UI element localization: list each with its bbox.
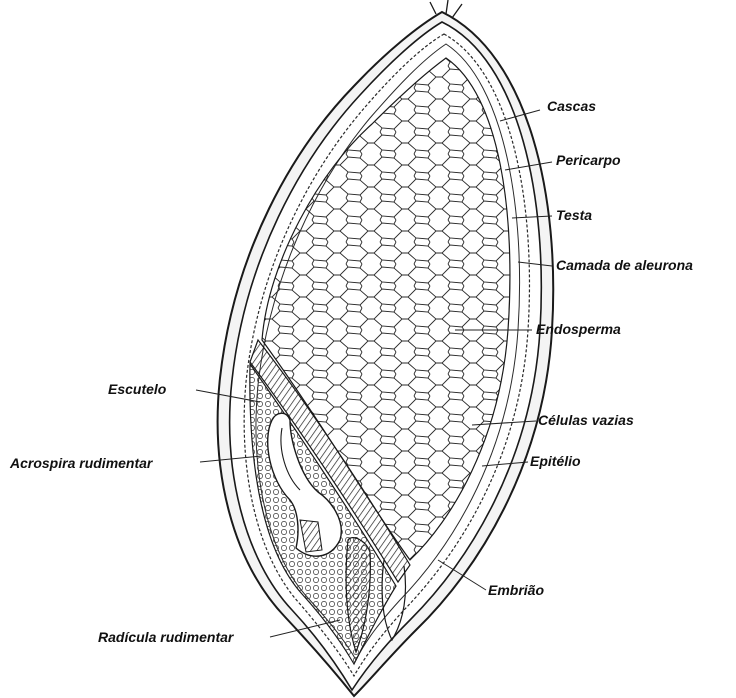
label-aleurona: Camada de aleurona [556, 257, 693, 273]
label-acrospira: Acrospira rudimentar [9, 455, 154, 471]
label-cascas: Cascas [547, 98, 596, 114]
label-radicula: Radícula rudimentar [98, 629, 235, 645]
label-endosperma: Endosperma [536, 321, 621, 337]
label-epitelio: Epitélio [530, 453, 581, 469]
label-pericarpo: Pericarpo [556, 152, 621, 168]
label-testa: Testa [556, 207, 592, 223]
label-escutelo: Escutelo [108, 381, 167, 397]
label-celulas-vazias: Células vazias [538, 412, 634, 428]
label-embriao: Embrião [488, 582, 544, 598]
